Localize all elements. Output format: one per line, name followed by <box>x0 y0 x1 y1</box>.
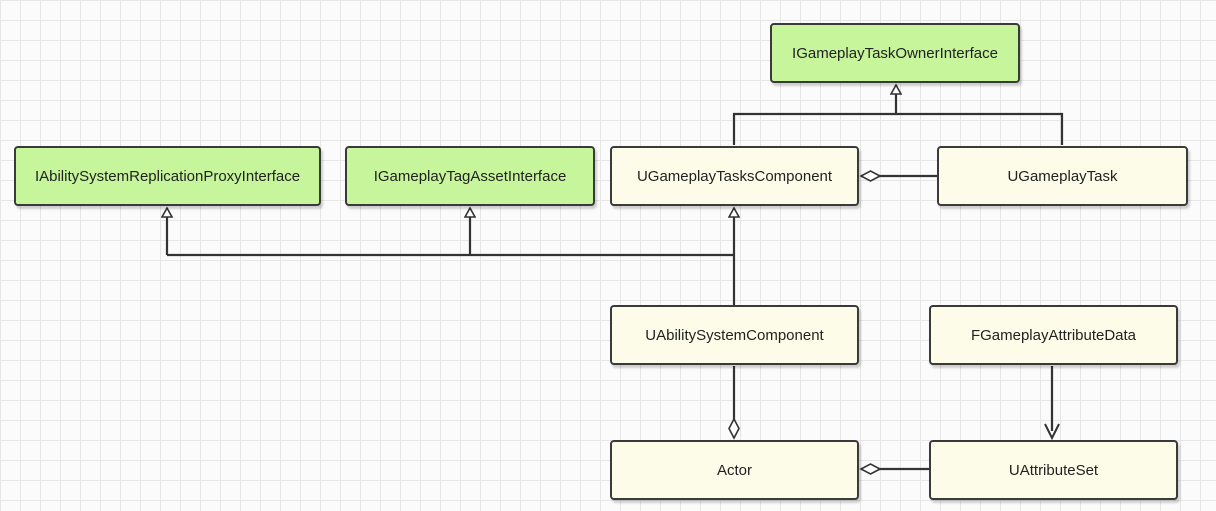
dependency-arrowhead <box>1044 423 1060 441</box>
node-attribute-set[interactable]: UAttributeSet <box>929 440 1178 500</box>
node-task-owner-interface[interactable]: IGameplayTaskOwnerInterface <box>770 23 1020 83</box>
node-label: IAbilitySystemReplicationProxyInterface <box>34 167 301 185</box>
node-ability-system-component[interactable]: UAbilitySystemComponent <box>610 305 859 365</box>
node-label: UGameplayTasksComponent <box>636 167 833 185</box>
node-label: IGameplayTaskOwnerInterface <box>792 44 998 62</box>
node-attribute-data[interactable]: FGameplayAttributeData <box>929 305 1178 365</box>
node-replication-proxy-interface[interactable]: IAbilitySystemReplicationProxyInterface <box>14 146 321 206</box>
node-label: Actor <box>716 461 752 479</box>
node-gameplay-tasks-component[interactable]: UGameplayTasksComponent <box>610 146 859 206</box>
node-actor[interactable]: Actor <box>610 440 859 500</box>
node-label: IGameplayTagAssetInterface <box>373 167 567 185</box>
node-label: FGameplayAttributeData <box>970 326 1137 344</box>
inherit-line-tasks-component-to-owner <box>732 112 1064 145</box>
node-tag-asset-interface[interactable]: IGameplayTagAssetInterface <box>345 146 595 206</box>
node-label: UAttributeSet <box>1008 461 1099 479</box>
node-label: UGameplayTask <box>1007 167 1118 185</box>
node-gameplay-task[interactable]: UGameplayTask <box>937 146 1188 206</box>
node-label: UAbilitySystemComponent <box>645 326 824 344</box>
